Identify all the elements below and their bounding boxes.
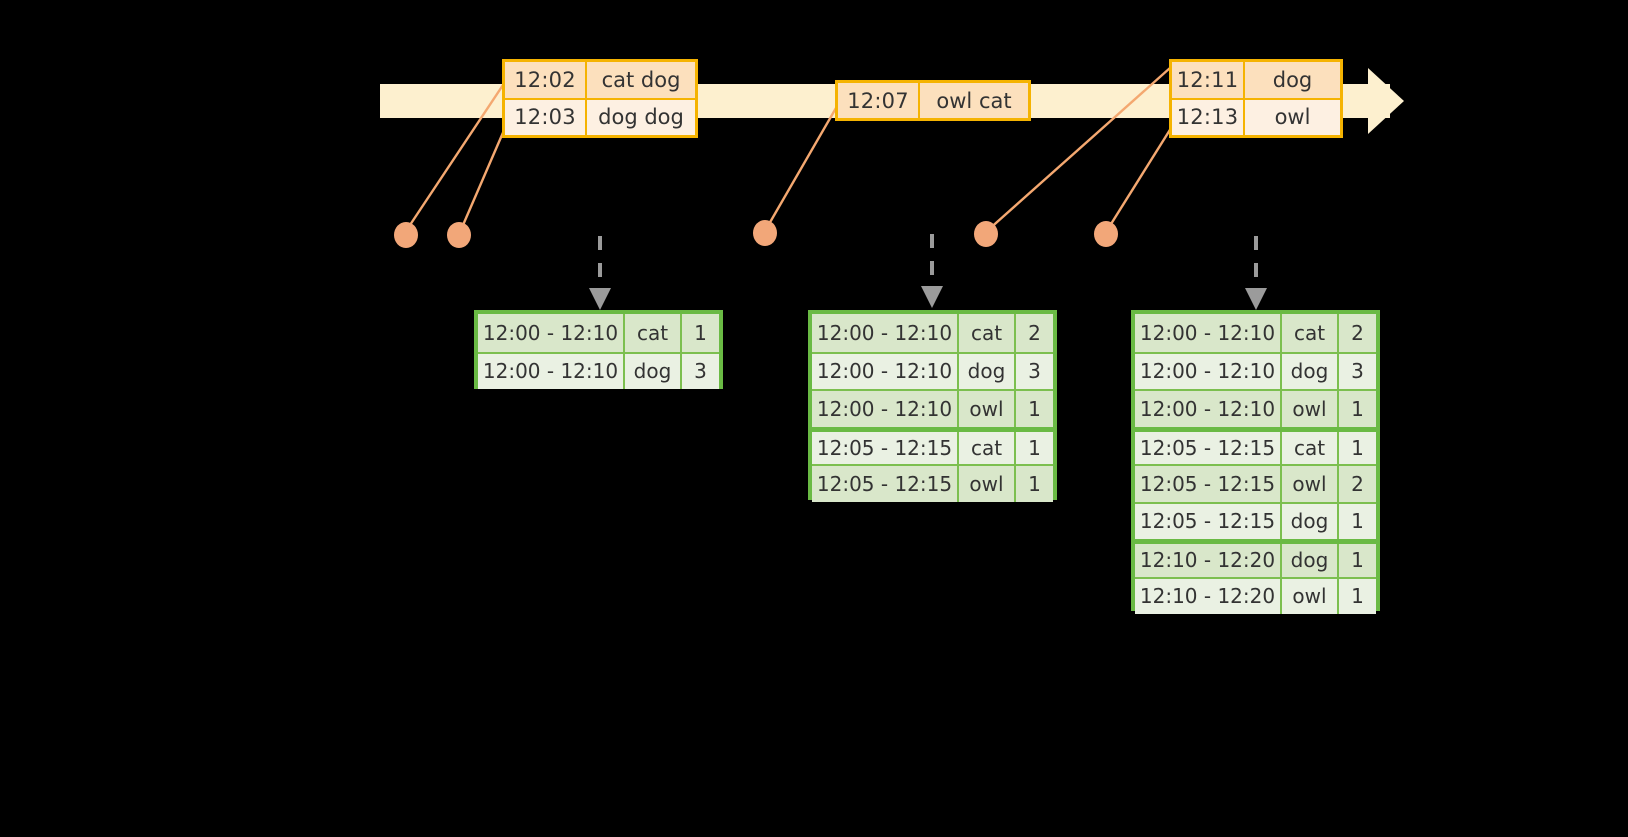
cell-window: 12:10 - 12:20: [1135, 544, 1282, 577]
cell-word: cat: [1282, 431, 1339, 464]
trigger-dot: [753, 220, 777, 246]
cell-count: 2: [1028, 320, 1041, 345]
cell-word: owl: [1282, 466, 1339, 502]
event-row[interactable]: 12:11 dog: [1172, 62, 1340, 98]
cell-count: 1: [1351, 584, 1364, 609]
trigger-dot: [974, 221, 998, 247]
cell-word: dog: [1282, 503, 1339, 539]
cell-word: cat: [625, 314, 682, 352]
cell-word: cat: [959, 314, 1016, 352]
emit-arrow: [589, 236, 611, 310]
event-group-2[interactable]: 12:07 owl cat: [835, 80, 1031, 121]
event-time: 12:07: [838, 83, 920, 118]
event-row[interactable]: 12:07 owl cat: [838, 83, 1028, 118]
cell-word: owl: [1282, 578, 1339, 614]
cell-window: 12:00 - 12:10: [812, 314, 959, 352]
cell-count: 1: [1028, 471, 1041, 496]
cell-word: dog: [625, 353, 682, 389]
cell-word: cat: [959, 431, 1016, 464]
event-words: dog: [1272, 67, 1313, 92]
event-words: owl: [1274, 105, 1311, 130]
event-group-3[interactable]: 12:11 dog 12:13 owl: [1169, 59, 1343, 138]
cell-count: 1: [1351, 509, 1364, 534]
event-row[interactable]: 12:02 cat dog: [505, 62, 695, 98]
cell-window: 12:00 - 12:10: [1135, 314, 1282, 352]
cell-window: 12:00 - 12:10: [478, 353, 625, 389]
event-time: 12:02: [505, 62, 587, 98]
cell-window: 12:05 - 12:15: [1135, 503, 1282, 539]
cell-word: dog: [1282, 353, 1339, 389]
emit-arrow: [921, 234, 943, 308]
cell-window: 12:05 - 12:15: [812, 466, 959, 502]
event-time: 12:03: [505, 99, 587, 135]
emit-arrows: [589, 234, 1267, 310]
event-row[interactable]: 12:03 dog dog: [505, 97, 695, 135]
cell-count: 1: [1351, 548, 1364, 573]
event-row[interactable]: 12:13 owl: [1172, 97, 1340, 135]
cell-window: 12:00 - 12:10: [1135, 391, 1282, 427]
event-time: 12:13: [1172, 99, 1245, 135]
cell-count: 1: [1351, 396, 1364, 421]
cell-window: 12:05 - 12:15: [1135, 431, 1282, 464]
cell-count: 1: [694, 320, 707, 345]
cell-word: owl: [959, 466, 1016, 502]
event-words: owl cat: [936, 88, 1012, 113]
cell-window: 12:05 - 12:15: [1135, 466, 1282, 502]
cell-word: owl: [959, 391, 1016, 427]
cell-word: dog: [959, 353, 1016, 389]
cell-window: 12:00 - 12:10: [478, 314, 625, 352]
cell-count: 2: [1351, 320, 1364, 345]
cell-word: dog: [1282, 544, 1339, 577]
trigger-dot: [1094, 221, 1118, 247]
cell-word: owl: [1282, 391, 1339, 427]
event-words: cat dog: [601, 67, 681, 92]
event-time: 12:11: [1172, 62, 1245, 98]
cell-count: 3: [1028, 359, 1041, 384]
cell-word: cat: [1282, 314, 1339, 352]
trigger-dot: [447, 222, 471, 248]
cell-count: 3: [694, 359, 707, 384]
cell-count: 1: [1351, 435, 1364, 460]
trigger-dots: [394, 220, 1118, 248]
cell-window: 12:10 - 12:20: [1135, 578, 1282, 614]
trigger-dot: [394, 222, 418, 248]
cell-count: 1: [1028, 435, 1041, 460]
event-group-1[interactable]: 12:02 cat dog 12:03 dog dog: [502, 59, 698, 138]
emit-arrow: [1245, 236, 1267, 310]
event-words: dog dog: [598, 105, 684, 130]
cell-count: 3: [1351, 359, 1364, 384]
cell-window: 12:00 - 12:10: [812, 391, 959, 427]
cell-window: 12:00 - 12:10: [1135, 353, 1282, 389]
cell-count: 2: [1351, 471, 1364, 496]
cell-window: 12:05 - 12:15: [812, 431, 959, 464]
cell-window: 12:00 - 12:10: [812, 353, 959, 389]
cell-count: 1: [1028, 396, 1041, 421]
